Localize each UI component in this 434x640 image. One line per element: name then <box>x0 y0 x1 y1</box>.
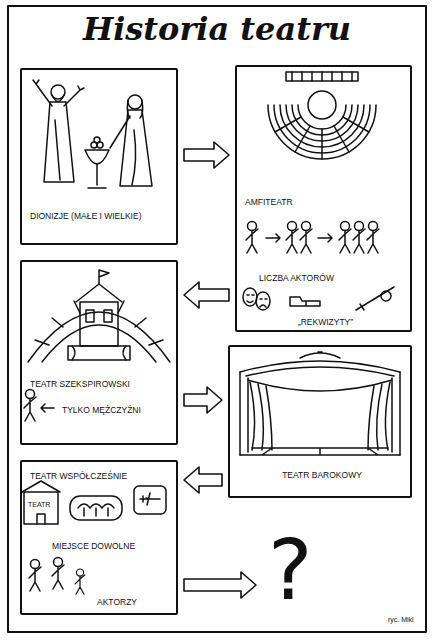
globe-theatre-stroke <box>68 346 130 360</box>
dionysia-figures-stroke <box>127 100 142 118</box>
actor-count-stroke <box>339 222 351 254</box>
dionysia-figures-stroke <box>64 86 84 106</box>
era-panel: AMFITEATR LICZBA AKTORÓW „REKWIZYTY” <box>235 65 412 332</box>
baroque-stage-stroke <box>246 367 394 376</box>
men-only-figure-stroke <box>24 390 36 422</box>
globe-theatre-stroke <box>80 302 118 346</box>
globe-theatre-stroke <box>76 284 122 302</box>
props-stroke <box>290 297 320 306</box>
actor-count-stroke <box>300 222 312 254</box>
era-panel: TEATR BAROKOWY <box>228 345 412 498</box>
modern-places <box>22 481 166 524</box>
signature: ryc. Miki <box>388 616 414 623</box>
era-panel: TEATR WSPÓŁCZEŚNIE MIEJSCE DOWOLNE AKTORZY <box>20 460 178 615</box>
amphitheatre-plan-stroke <box>286 72 358 81</box>
panel-caption: „REKWIZYTY” <box>298 318 353 328</box>
panel-heading: TEATR BAROKOWY <box>282 471 362 481</box>
dionysia-figures-stroke <box>128 95 142 109</box>
globe-theatre-stroke <box>42 325 156 362</box>
modern-places-stroke <box>24 492 58 524</box>
dionysia-figures-stroke <box>52 95 64 102</box>
dionysia-figures-stroke <box>120 110 152 186</box>
question-mark: ? <box>262 526 319 618</box>
block-arrow <box>184 142 229 168</box>
props-stroke <box>356 287 394 310</box>
actor-count-stroke <box>246 222 258 254</box>
men-only-figure-stroke <box>41 404 54 412</box>
modern-places-stroke <box>22 481 60 492</box>
globe-theatre-stroke <box>86 310 112 322</box>
props <box>243 287 394 310</box>
dionysia-figures-stroke <box>85 150 109 164</box>
amphitheatre-plan-stroke <box>292 72 352 81</box>
poster-title: Historia teatru <box>0 10 434 48</box>
dionysia-figures-stroke <box>88 164 106 188</box>
modern-actors-stroke <box>29 560 41 592</box>
globe-theatre-stroke <box>35 301 163 345</box>
actor-count-stroke <box>286 222 298 254</box>
dionysia-figures <box>33 80 152 188</box>
baroque-stage-stroke <box>240 372 400 455</box>
props-stroke <box>243 288 257 306</box>
modern-actors-stroke <box>52 558 64 590</box>
panel-caption: TYLKO MĘŻCZYŹNI <box>62 406 141 416</box>
baroque-stage-stroke <box>248 380 392 391</box>
baroque-stage-stroke <box>240 448 400 455</box>
modern-places-stroke <box>140 493 160 505</box>
baroque-stage-stroke <box>368 382 390 450</box>
panel-caption: AKTORZY <box>97 598 137 608</box>
props-stroke <box>381 291 391 301</box>
actor-count-stroke <box>367 222 379 254</box>
dionysia-figures-stroke <box>55 120 60 180</box>
amphitheatre-plan-stroke <box>268 105 376 159</box>
globe-theatre-stroke <box>99 270 109 284</box>
baroque-stage-stroke <box>250 382 272 450</box>
globe-theatre-stroke <box>72 346 126 360</box>
block-arrow <box>184 282 229 308</box>
modern-actors-stroke <box>75 569 85 594</box>
baroque-stage <box>240 352 400 455</box>
amphitheatre-plan-stroke <box>275 117 369 159</box>
era-panel: DIONIZJE (MAŁE I WIELKIE) <box>20 68 178 245</box>
actor-count <box>246 222 379 254</box>
panel-heading: TEATR WSPÓŁCZEŚNIE <box>30 472 127 482</box>
poster-frame <box>8 6 426 632</box>
amphitheatre-plan-stroke <box>308 91 336 119</box>
dionysia-figures-stroke <box>33 80 52 106</box>
modern-places-stroke <box>37 514 45 524</box>
panel-heading: DIONIZJE (MAŁE I WIELKIE) <box>30 212 141 222</box>
baroque-stage-stroke <box>300 352 340 358</box>
era-panel: TEATR SZEKSPIROWSKI TYLKO MĘŻCZYŹNI <box>20 260 178 445</box>
panel-caption: LICZBA AKTORÓW <box>259 274 334 284</box>
dionysia-figures-stroke <box>44 102 74 182</box>
dionysia-figures-stroke <box>110 116 130 148</box>
props-stroke <box>247 295 267 307</box>
block-arrow <box>184 387 222 413</box>
amphitheatre-plan <box>268 72 376 159</box>
props-stroke <box>256 292 270 310</box>
modern-places-stroke <box>78 504 114 516</box>
actor-count-stroke <box>318 234 332 242</box>
panel-heading: TEATR SZEKSPIROWSKI <box>30 380 130 390</box>
actor-count-stroke <box>353 222 365 254</box>
globe-theatre-stroke <box>28 312 170 362</box>
dionysia-figures-stroke <box>132 130 136 185</box>
dionysia-figures-stroke <box>94 137 100 143</box>
modern-places-stroke <box>70 496 122 520</box>
panel-heading: AMFITEATR <box>245 198 293 208</box>
poster-frame-stroke <box>8 6 426 632</box>
block-arrow <box>184 467 222 493</box>
panel-heading: ? <box>268 526 313 614</box>
men-only-figure <box>24 390 54 422</box>
modern-places-stroke <box>134 486 166 514</box>
modern-actors <box>29 558 85 595</box>
globe-theatre <box>28 270 170 362</box>
block-arrow <box>184 572 256 598</box>
building-sign: TEATR <box>28 501 50 508</box>
actor-count-stroke <box>266 234 280 242</box>
panel-caption: MIEJSCE DOWOLNE <box>52 542 135 552</box>
